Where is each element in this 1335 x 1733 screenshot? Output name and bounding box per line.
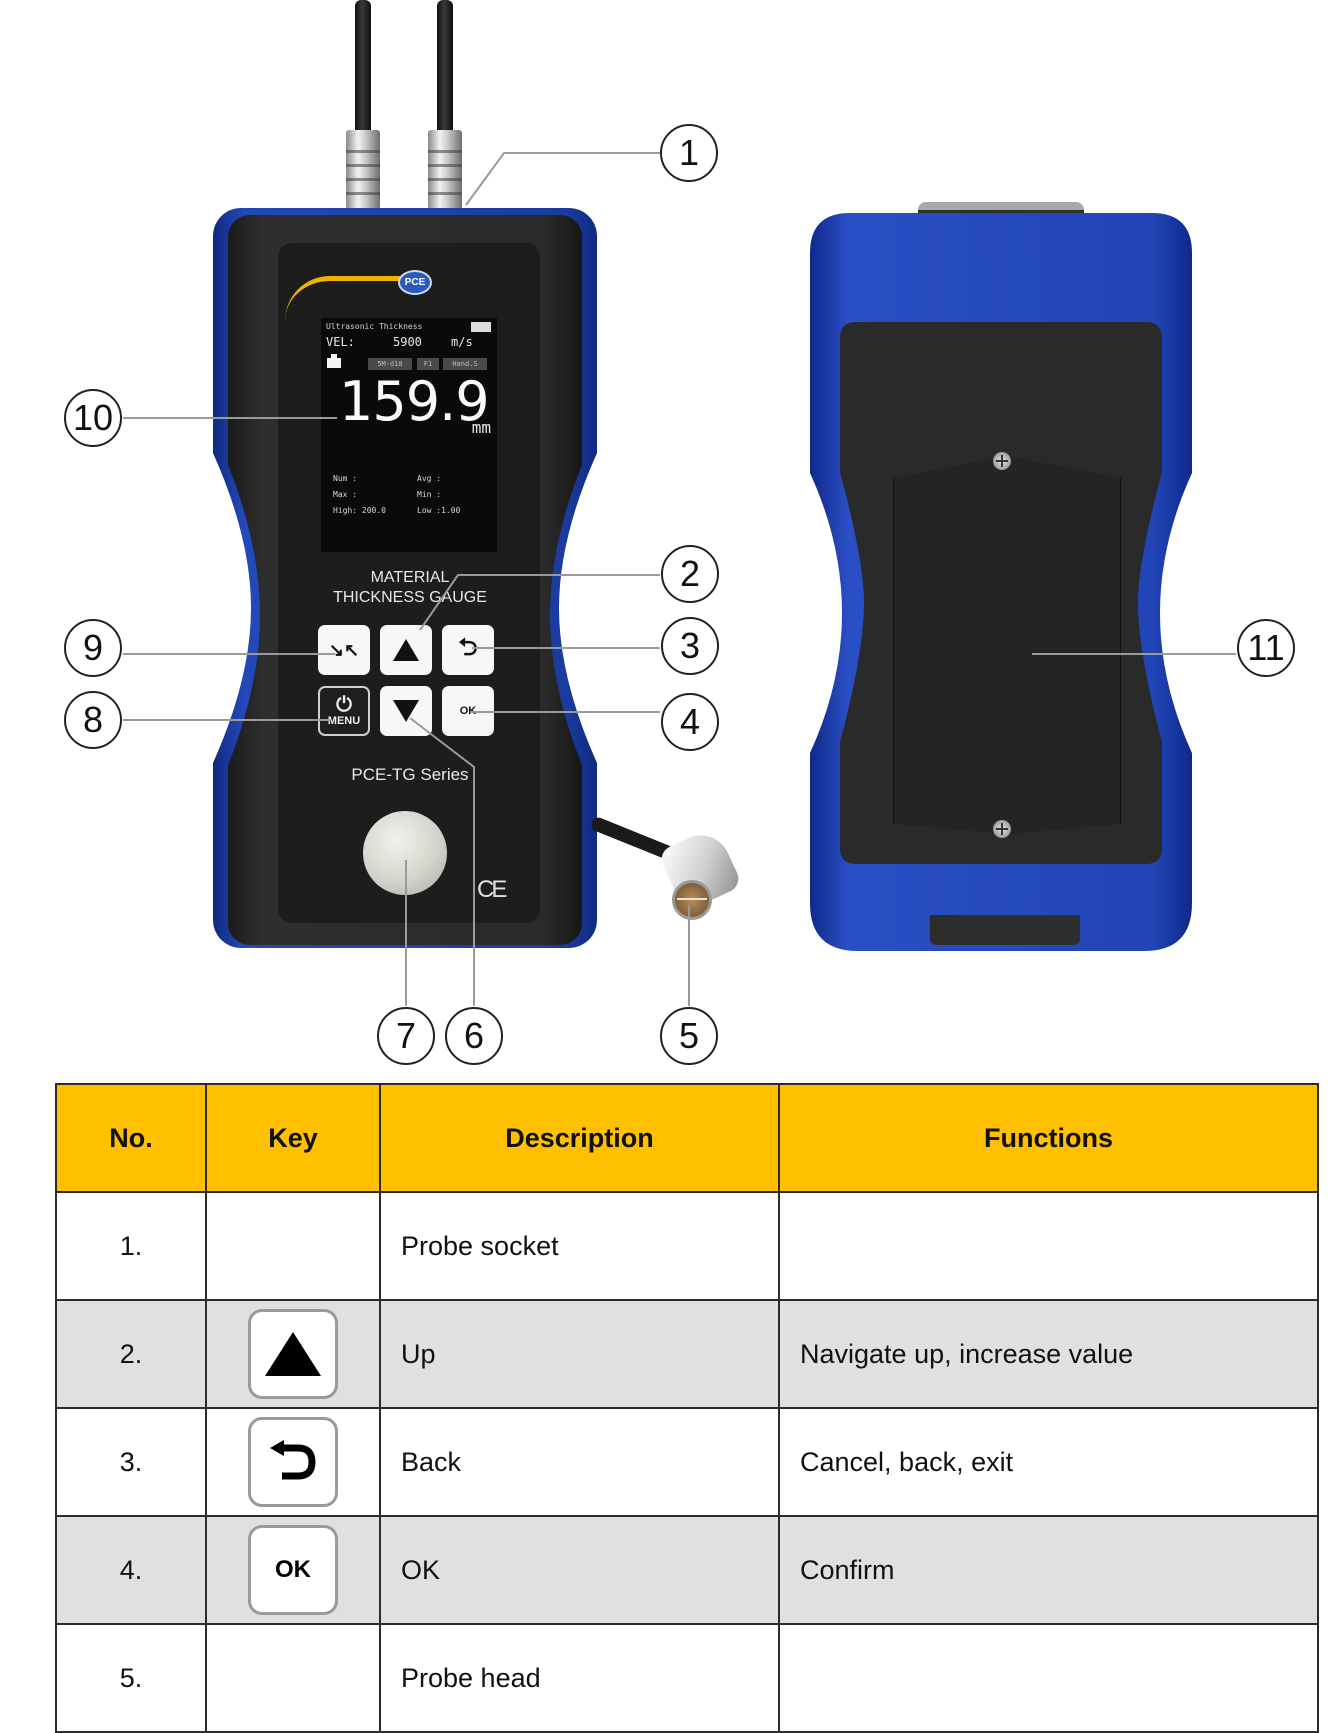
up-key[interactable] <box>380 625 432 675</box>
row-description: Up <box>379 1299 780 1409</box>
back-key[interactable]: ⮌ <box>442 625 494 675</box>
ok-key[interactable]: OK <box>442 686 494 736</box>
row-number: 1. <box>55 1191 207 1301</box>
probe-type-chip: 5M-d10 <box>368 358 412 370</box>
row-description: Back <box>379 1407 780 1517</box>
lcd-screen: Ultrasonic Thickness VEL: 5900 m/s 5M-d1… <box>321 318 497 552</box>
battery-compartment-cover <box>893 456 1121 834</box>
velocity-label: VEL: <box>326 335 355 349</box>
stat-min: Min : <box>417 490 442 499</box>
ce-mark: CE <box>477 876 507 903</box>
key-legend-table: No. Key Description Functions 1. Probe s… <box>55 1083 1319 1733</box>
callout-6: 6 <box>445 1007 503 1065</box>
back-bottom-recess <box>930 915 1080 945</box>
header-key: Key <box>205 1083 381 1193</box>
row-functions: Navigate up, increase value <box>778 1299 1319 1409</box>
table-header-row: No. Key Description Functions <box>55 1083 1319 1193</box>
back-arrow-icon <box>270 1440 316 1480</box>
reading-unit: mm <box>471 418 491 437</box>
probe-icon <box>327 354 341 368</box>
probe-socket-left <box>346 130 380 210</box>
header-description: Description <box>379 1083 780 1193</box>
ok-label: OK <box>459 705 477 717</box>
down-key[interactable] <box>380 686 432 736</box>
probe-face <box>672 880 712 920</box>
down-arrow-icon <box>393 700 419 722</box>
row-key <box>205 1623 381 1733</box>
row-description: Probe socket <box>379 1191 780 1301</box>
stat-high: High: 200.0 <box>333 506 386 515</box>
row-number: 2. <box>55 1299 207 1409</box>
up-arrow-icon <box>393 639 419 661</box>
row-number: 3. <box>55 1407 207 1517</box>
row-functions <box>778 1623 1319 1733</box>
lcd-title: Ultrasonic Thickness <box>326 322 423 331</box>
row-number: 4. <box>55 1515 207 1625</box>
screw-icon <box>993 820 1011 838</box>
menu-label: MENU <box>327 715 361 727</box>
device-label: MATERIAL THICKNESS GAUGE <box>300 568 520 608</box>
table-row: 5. Probe head <box>55 1623 1319 1733</box>
velocity-value: 5900 <box>393 335 422 349</box>
row-key <box>205 1299 381 1409</box>
thickness-reading: 159.9 <box>339 370 490 433</box>
stat-num: Num : <box>333 474 358 483</box>
callout-8: 8 <box>64 691 122 749</box>
velocity-unit: m/s <box>451 335 473 349</box>
probe-cable-left <box>355 0 371 140</box>
row-key <box>205 1191 381 1301</box>
zero-key[interactable]: ↘↖ <box>318 625 370 675</box>
back-key-icon <box>248 1417 338 1507</box>
table-row: 1. Probe socket <box>55 1191 1319 1301</box>
table-row: 2. Up Navigate up, increase value <box>55 1299 1319 1409</box>
stat-low: Low :1.00 <box>417 506 461 515</box>
battery-icon <box>471 322 491 332</box>
power-icon: ⏻ <box>336 694 352 716</box>
row-key: OK <box>205 1515 381 1625</box>
ok-key-icon: OK <box>248 1525 338 1615</box>
ok-icon-label: OK <box>275 1556 311 1583</box>
row-functions: Cancel, back, exit <box>778 1407 1319 1517</box>
device-label-line1: MATERIAL <box>370 569 450 586</box>
series-label: PCE-TG Series <box>351 765 469 784</box>
stat-max: Max : <box>333 490 358 499</box>
stat-avg: Avg : <box>417 474 442 483</box>
pce-logo: PCE <box>398 270 432 295</box>
calibration-disc <box>363 811 447 895</box>
back-arrow-icon: ⮌ <box>458 633 478 661</box>
header-functions: Functions <box>778 1083 1319 1193</box>
callout-4: 4 <box>661 693 719 751</box>
callout-1: 1 <box>660 124 718 182</box>
row-description: Probe head <box>379 1623 780 1733</box>
probe-cable-right <box>437 0 453 140</box>
callout-11: 11 <box>1237 619 1295 677</box>
callout-7: 7 <box>377 1007 435 1065</box>
callout-3: 3 <box>661 617 719 675</box>
mode-chip: F1 <box>417 358 439 370</box>
up-key-icon <box>248 1309 338 1399</box>
table-row: 3. Back Cancel, back, exit <box>55 1407 1319 1517</box>
up-triangle-icon <box>265 1332 321 1376</box>
power-menu-key[interactable]: ⏻ MENU <box>318 686 370 736</box>
callout-5: 5 <box>660 1007 718 1065</box>
row-number: 5. <box>55 1623 207 1733</box>
row-functions: Confirm <box>778 1515 1319 1625</box>
callout-10: 10 <box>64 389 122 447</box>
probe-socket-right <box>428 130 462 210</box>
logo-swoosh <box>285 276 405 321</box>
callout-2: 2 <box>661 545 719 603</box>
row-functions <box>778 1191 1319 1301</box>
row-description: OK <box>379 1515 780 1625</box>
device-label-line2: THICKNESS GAUGE <box>333 589 487 606</box>
row-key <box>205 1407 381 1517</box>
zero-calibration-icon: ↘↖ <box>328 639 360 660</box>
screw-icon <box>993 452 1011 470</box>
header-no: No. <box>55 1083 207 1193</box>
table-row: 4. OK OK Confirm <box>55 1515 1319 1625</box>
hold-chip: Hand.S <box>443 358 487 370</box>
callout-9: 9 <box>64 619 122 677</box>
